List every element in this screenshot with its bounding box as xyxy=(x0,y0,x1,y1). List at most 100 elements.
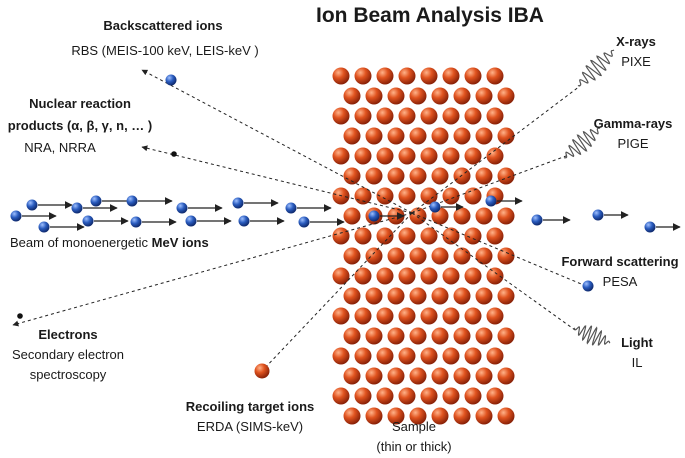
sample-atom xyxy=(420,107,438,125)
recoil-title: Recoiling target ions xyxy=(186,399,315,414)
sample-atom xyxy=(354,147,372,165)
beam-ion xyxy=(26,199,38,211)
sample-atom xyxy=(486,67,504,85)
sample-atom xyxy=(365,127,383,145)
sample-atom xyxy=(431,327,449,345)
sample-atom xyxy=(442,147,460,165)
beam-ion xyxy=(285,202,297,214)
sample-atom xyxy=(387,247,405,265)
sample-atom xyxy=(420,347,438,365)
sample-atom xyxy=(453,247,471,265)
sample-atom xyxy=(464,107,482,125)
sample-atom xyxy=(398,107,416,125)
sample-atom xyxy=(453,87,471,105)
sample-atom xyxy=(442,347,460,365)
sample-atom xyxy=(420,307,438,325)
sample-atom xyxy=(398,187,416,205)
wave-symbols xyxy=(563,49,615,346)
electrons-title: Electrons xyxy=(38,327,97,342)
xray-wave-icon-curve xyxy=(577,49,615,87)
sample-atom xyxy=(387,127,405,145)
backscattered-sub: RBS (MEIS-100 keV, LEIS-keV ) xyxy=(71,43,258,58)
sample-atom xyxy=(343,167,361,185)
sample-atom xyxy=(497,287,515,305)
electron-dot xyxy=(17,313,23,319)
sample-atom xyxy=(431,87,449,105)
transmitted-ion xyxy=(429,201,441,213)
xray-path xyxy=(411,85,581,214)
sample-atom xyxy=(398,347,416,365)
sample-label-1: Sample xyxy=(392,419,436,434)
sample-atom xyxy=(376,307,394,325)
sample-atom xyxy=(420,67,438,85)
sample-atom xyxy=(354,307,372,325)
sample-atoms xyxy=(332,67,515,425)
sample-atom xyxy=(409,87,427,105)
sample-atom xyxy=(464,187,482,205)
sample-atom xyxy=(453,167,471,185)
sample-atom xyxy=(442,227,460,245)
beam-ion xyxy=(126,195,138,207)
scattered-particles xyxy=(17,74,681,379)
sample-atom xyxy=(497,407,515,425)
sample-atom xyxy=(442,387,460,405)
sample-atom xyxy=(332,307,350,325)
backscattered-ion xyxy=(165,74,177,86)
nuclear-sub: NRA, NRRA xyxy=(24,140,96,155)
sample-atom xyxy=(497,167,515,185)
sample-atom xyxy=(464,67,482,85)
sample-atom xyxy=(497,367,515,385)
sample-atom xyxy=(453,127,471,145)
sample-atom xyxy=(376,187,394,205)
sample-atom xyxy=(387,167,405,185)
sample-atom xyxy=(376,267,394,285)
beam-ion xyxy=(185,215,197,227)
sample-atom xyxy=(343,287,361,305)
sample-atom xyxy=(453,287,471,305)
sample-atom xyxy=(453,407,471,425)
sample-atom xyxy=(497,247,515,265)
beam-ion xyxy=(38,221,50,233)
beam-ion xyxy=(10,210,22,222)
beam-ion xyxy=(232,197,244,209)
sample-atom xyxy=(475,407,493,425)
sample-atom xyxy=(409,127,427,145)
sample-atom xyxy=(343,367,361,385)
sample-atom xyxy=(354,347,372,365)
sample-atom xyxy=(398,227,416,245)
sample-atom xyxy=(431,247,449,265)
sample-atom xyxy=(376,227,394,245)
sample-atom xyxy=(332,227,350,245)
sample-atom xyxy=(343,327,361,345)
sample-atom xyxy=(376,147,394,165)
sample-atom xyxy=(354,227,372,245)
xrays-title: X-rays xyxy=(616,34,656,49)
sample-atom xyxy=(464,347,482,365)
beam-ion xyxy=(238,215,250,227)
beam-ion xyxy=(176,202,188,214)
sample-label-2: (thin or thick) xyxy=(376,439,451,454)
sample-atom xyxy=(398,147,416,165)
sample-atom xyxy=(475,127,493,145)
sample-atom xyxy=(464,307,482,325)
sample-atom xyxy=(420,147,438,165)
sample-atom xyxy=(409,167,427,185)
sample-atom xyxy=(332,107,350,125)
sample-atom xyxy=(332,267,350,285)
sample-atom xyxy=(376,107,394,125)
sample-atom xyxy=(354,267,372,285)
sample-atom xyxy=(376,347,394,365)
nuclear-title-1: Nuclear reaction xyxy=(29,96,131,111)
sample-atom xyxy=(354,107,372,125)
sample-atom xyxy=(343,247,361,265)
sample-atom xyxy=(486,267,504,285)
sample-atom xyxy=(486,347,504,365)
electrons-sub-1: Secondary electron xyxy=(12,347,124,362)
forward-ion xyxy=(582,280,594,292)
sample-atom xyxy=(442,307,460,325)
sample-atom xyxy=(431,167,449,185)
beam-ion xyxy=(71,202,83,214)
sample-atom xyxy=(376,387,394,405)
